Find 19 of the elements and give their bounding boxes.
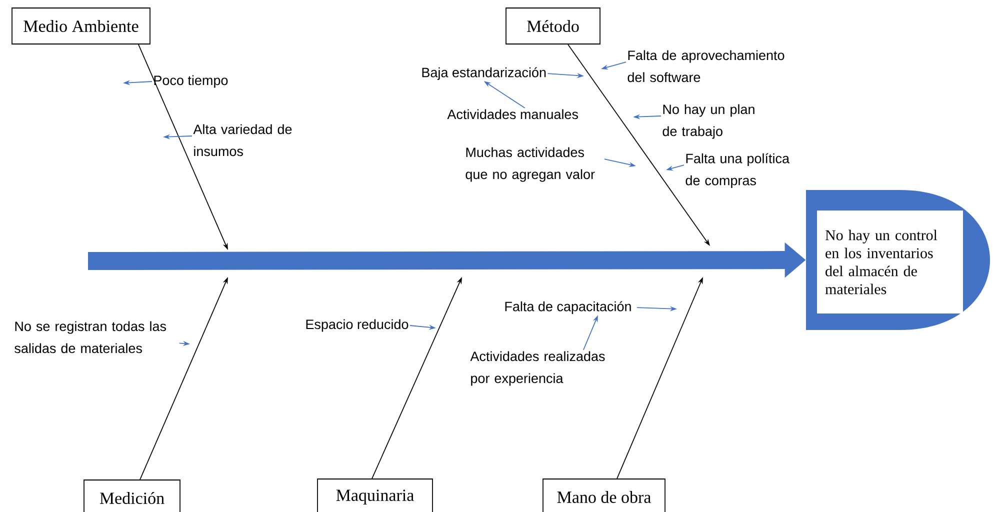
cause-text: Actividades manuales <box>447 109 578 120</box>
category-box: Mano de obra <box>542 478 666 512</box>
problem-box: No hay un control en los inventarios del almacén de materiales <box>817 210 963 314</box>
cause-text: Baja estandarización <box>422 67 546 80</box>
cause-text: Espacio reducido <box>306 319 408 332</box>
category-box: Medio Ambiente <box>12 8 150 44</box>
node-label: No hay un control en los inventarios del almacén de materiales <box>825 230 938 294</box>
cause-text: No hay un plan de trabajo <box>662 104 754 139</box>
cause-text: Muchas actividades que no agregan valor <box>466 147 595 182</box>
category-box: Medición <box>84 480 180 512</box>
cause-text: Poco tiempo <box>154 75 228 88</box>
cause-text: Falta una política de compras <box>686 153 790 188</box>
cause-text: Falta de capacitación <box>505 301 631 314</box>
category-box: Maquinaria <box>317 478 433 512</box>
cause-text: Alta variedad de insumos <box>193 124 292 156</box>
cause-text: No se registran todas las salidas de materiales <box>14 321 166 354</box>
category-box: Método <box>506 8 600 44</box>
cause-text: Actividades realizadas por experiencia <box>470 351 605 386</box>
cause-text: Falta de aprovechamiento del software <box>628 50 784 82</box>
